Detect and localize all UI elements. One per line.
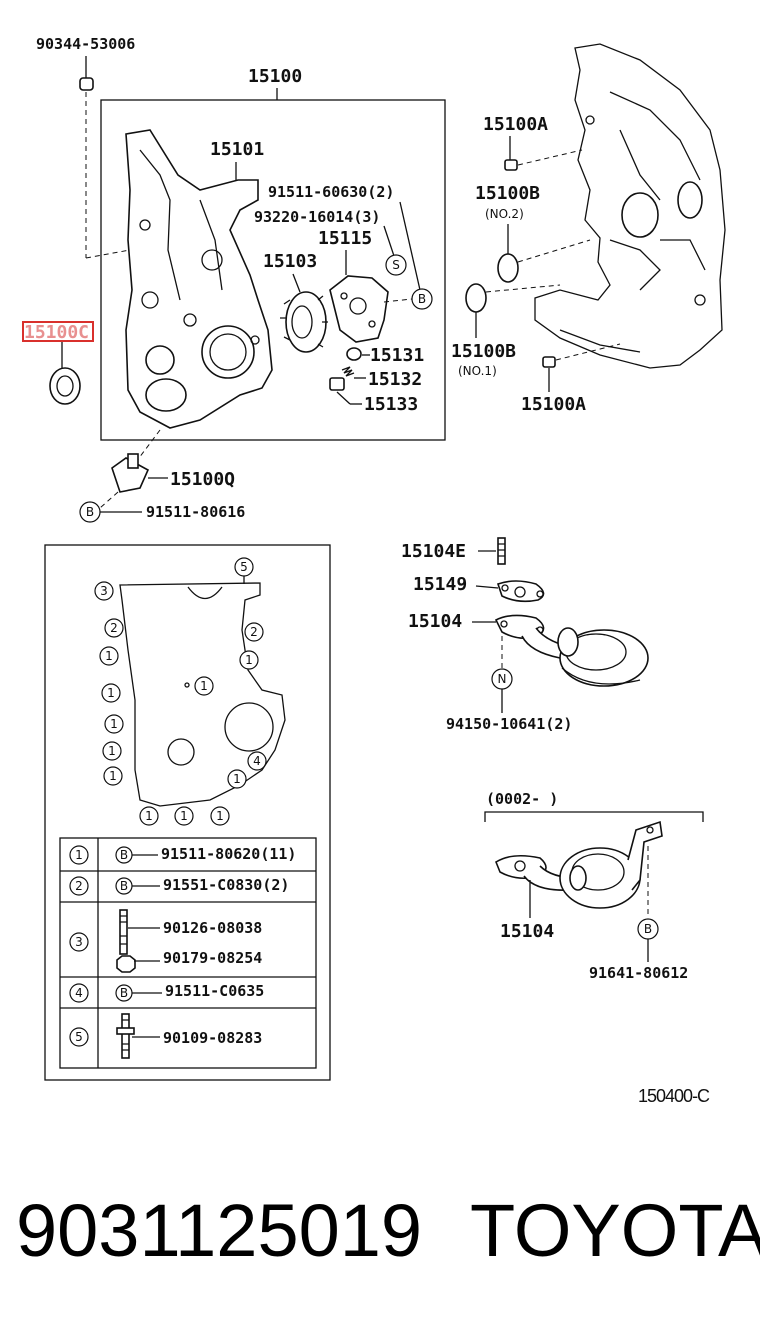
svg-text:N: N bbox=[498, 672, 507, 686]
svg-text:1: 1 bbox=[107, 686, 115, 700]
label-90344-53006: 90344-53006 bbox=[36, 35, 135, 53]
label-15104-bot: 15104 bbox=[500, 921, 554, 942]
svg-text:1: 1 bbox=[180, 809, 188, 823]
oil-strainer-15104-top-part bbox=[494, 614, 649, 687]
sensor-15100q-part bbox=[111, 453, 150, 493]
svg-text:1: 1 bbox=[109, 769, 117, 783]
label-15133: 15133 bbox=[364, 394, 418, 415]
stud-bolt-icon bbox=[119, 909, 128, 955]
label-15100b-top: 15100B bbox=[475, 183, 540, 204]
plug-15133-part bbox=[329, 377, 362, 405]
diagram-ref-code: 150400-C bbox=[638, 1086, 710, 1106]
relief-valve-15131-part bbox=[346, 347, 370, 361]
marker-n: N bbox=[491, 668, 513, 690]
label-15104-top: 15104 bbox=[408, 611, 462, 632]
bolt-table: 1 B 91511-80620(11) 2 B 91551-C0830(2) 3… bbox=[59, 837, 317, 1069]
stud-icon bbox=[116, 1013, 135, 1059]
svg-text:1: 1 bbox=[233, 772, 241, 786]
svg-text:B: B bbox=[120, 879, 128, 893]
svg-text:1: 1 bbox=[108, 744, 116, 758]
o-ring-15100b-no2-part bbox=[497, 253, 519, 283]
cover-outline-bolt-map bbox=[119, 582, 286, 807]
label-no2: (NO.2) bbox=[485, 207, 524, 221]
svg-text:1: 1 bbox=[200, 679, 208, 693]
table-part-91511-c0635: 91511-C0635 bbox=[165, 982, 264, 1000]
svg-text:2: 2 bbox=[250, 625, 258, 639]
footer-part-number: 9031125019 bbox=[16, 1189, 422, 1272]
label-15100: 15100 bbox=[248, 66, 302, 87]
label-15115: 15115 bbox=[318, 228, 372, 249]
dowel-15100a-bot-part bbox=[542, 356, 556, 368]
label-range: (0002- ) bbox=[486, 790, 558, 808]
svg-text:1: 1 bbox=[216, 809, 224, 823]
label-93220-16014: 93220-16014(3) bbox=[254, 208, 380, 226]
marker-b-sensor: B bbox=[79, 501, 101, 523]
table-part-90109-08283: 90109-08283 bbox=[163, 1029, 262, 1047]
label-15149: 15149 bbox=[413, 574, 467, 595]
stud-15104e-part bbox=[497, 537, 506, 565]
label-15100b-bot: 15100B bbox=[451, 341, 516, 362]
svg-text:3: 3 bbox=[75, 935, 83, 949]
table-part-90179-08254: 90179-08254 bbox=[163, 949, 262, 967]
svg-text:5: 5 bbox=[75, 1030, 83, 1044]
svg-text:B: B bbox=[120, 986, 128, 1000]
plug-90344-part bbox=[79, 77, 131, 259]
spring-15132-part bbox=[341, 366, 366, 379]
marker-b-upper: B bbox=[411, 288, 433, 310]
svg-text:S: S bbox=[392, 258, 400, 272]
svg-text:4: 4 bbox=[253, 754, 261, 768]
svg-text:2: 2 bbox=[110, 621, 118, 635]
assembly-15100-box bbox=[100, 99, 446, 441]
label-15100a-top: 15100A bbox=[483, 114, 548, 135]
label-no1: (NO.1) bbox=[458, 364, 497, 378]
svg-text:1: 1 bbox=[105, 649, 113, 663]
nut-icon bbox=[116, 955, 136, 973]
table-part-91511-80620: 91511-80620(11) bbox=[161, 845, 296, 863]
o-ring-15100b-no1-part bbox=[465, 283, 487, 313]
svg-text:B: B bbox=[418, 292, 426, 306]
oil-pump-cover-15115-part bbox=[329, 275, 389, 343]
label-94150-10641: 94150-10641(2) bbox=[446, 715, 572, 733]
table-part-90126-08038: 90126-08038 bbox=[163, 919, 262, 937]
label-91511-60630: 91511-60630(2) bbox=[268, 183, 394, 201]
label-91641-80612: 91641-80612 bbox=[589, 964, 688, 982]
oil-pump-rotor-15103-part bbox=[280, 291, 328, 353]
footer-brand: TOYOTA bbox=[470, 1189, 760, 1272]
svg-text:B: B bbox=[86, 505, 94, 519]
label-91511-80616: 91511-80616 bbox=[146, 503, 245, 521]
label-15100a-bot: 15100A bbox=[521, 394, 586, 415]
highlight-15100c bbox=[22, 321, 94, 342]
timing-cover-15101-part bbox=[125, 129, 273, 429]
table-part-91551-c0830: 91551-C0830(2) bbox=[163, 876, 289, 894]
engine-block-part bbox=[534, 43, 726, 369]
dowel-15100a-top-part bbox=[504, 159, 518, 171]
label-15104e: 15104E bbox=[401, 541, 466, 562]
gasket-15149-part bbox=[496, 580, 545, 603]
marker-b-strainer: B bbox=[637, 918, 659, 940]
label-15103: 15103 bbox=[263, 251, 317, 272]
oil-strainer-15104-bot-part bbox=[495, 820, 663, 909]
svg-text:1: 1 bbox=[245, 653, 253, 667]
svg-text:5: 5 bbox=[240, 560, 248, 574]
svg-text:B: B bbox=[644, 922, 652, 936]
svg-text:1: 1 bbox=[145, 809, 153, 823]
svg-text:3: 3 bbox=[100, 584, 108, 598]
svg-text:2: 2 bbox=[75, 879, 83, 893]
bolt-callouts: 5 3 2 2 1 1 1 1 1 1 4 1 1 1 1 1 bbox=[94, 557, 267, 826]
label-15100c: 15100C bbox=[24, 322, 89, 343]
label-15100q: 15100Q bbox=[170, 469, 235, 490]
label-15132: 15132 bbox=[368, 369, 422, 390]
svg-text:1: 1 bbox=[110, 717, 118, 731]
label-15131: 15131 bbox=[370, 345, 424, 366]
marker-s: S bbox=[385, 254, 407, 276]
svg-text:4: 4 bbox=[75, 986, 83, 1000]
svg-text:1: 1 bbox=[75, 848, 83, 862]
bolt-chart-box bbox=[44, 544, 331, 1081]
label-15101: 15101 bbox=[210, 139, 264, 160]
svg-text:B: B bbox=[120, 848, 128, 862]
oil-seal-15100c-part bbox=[49, 367, 81, 405]
